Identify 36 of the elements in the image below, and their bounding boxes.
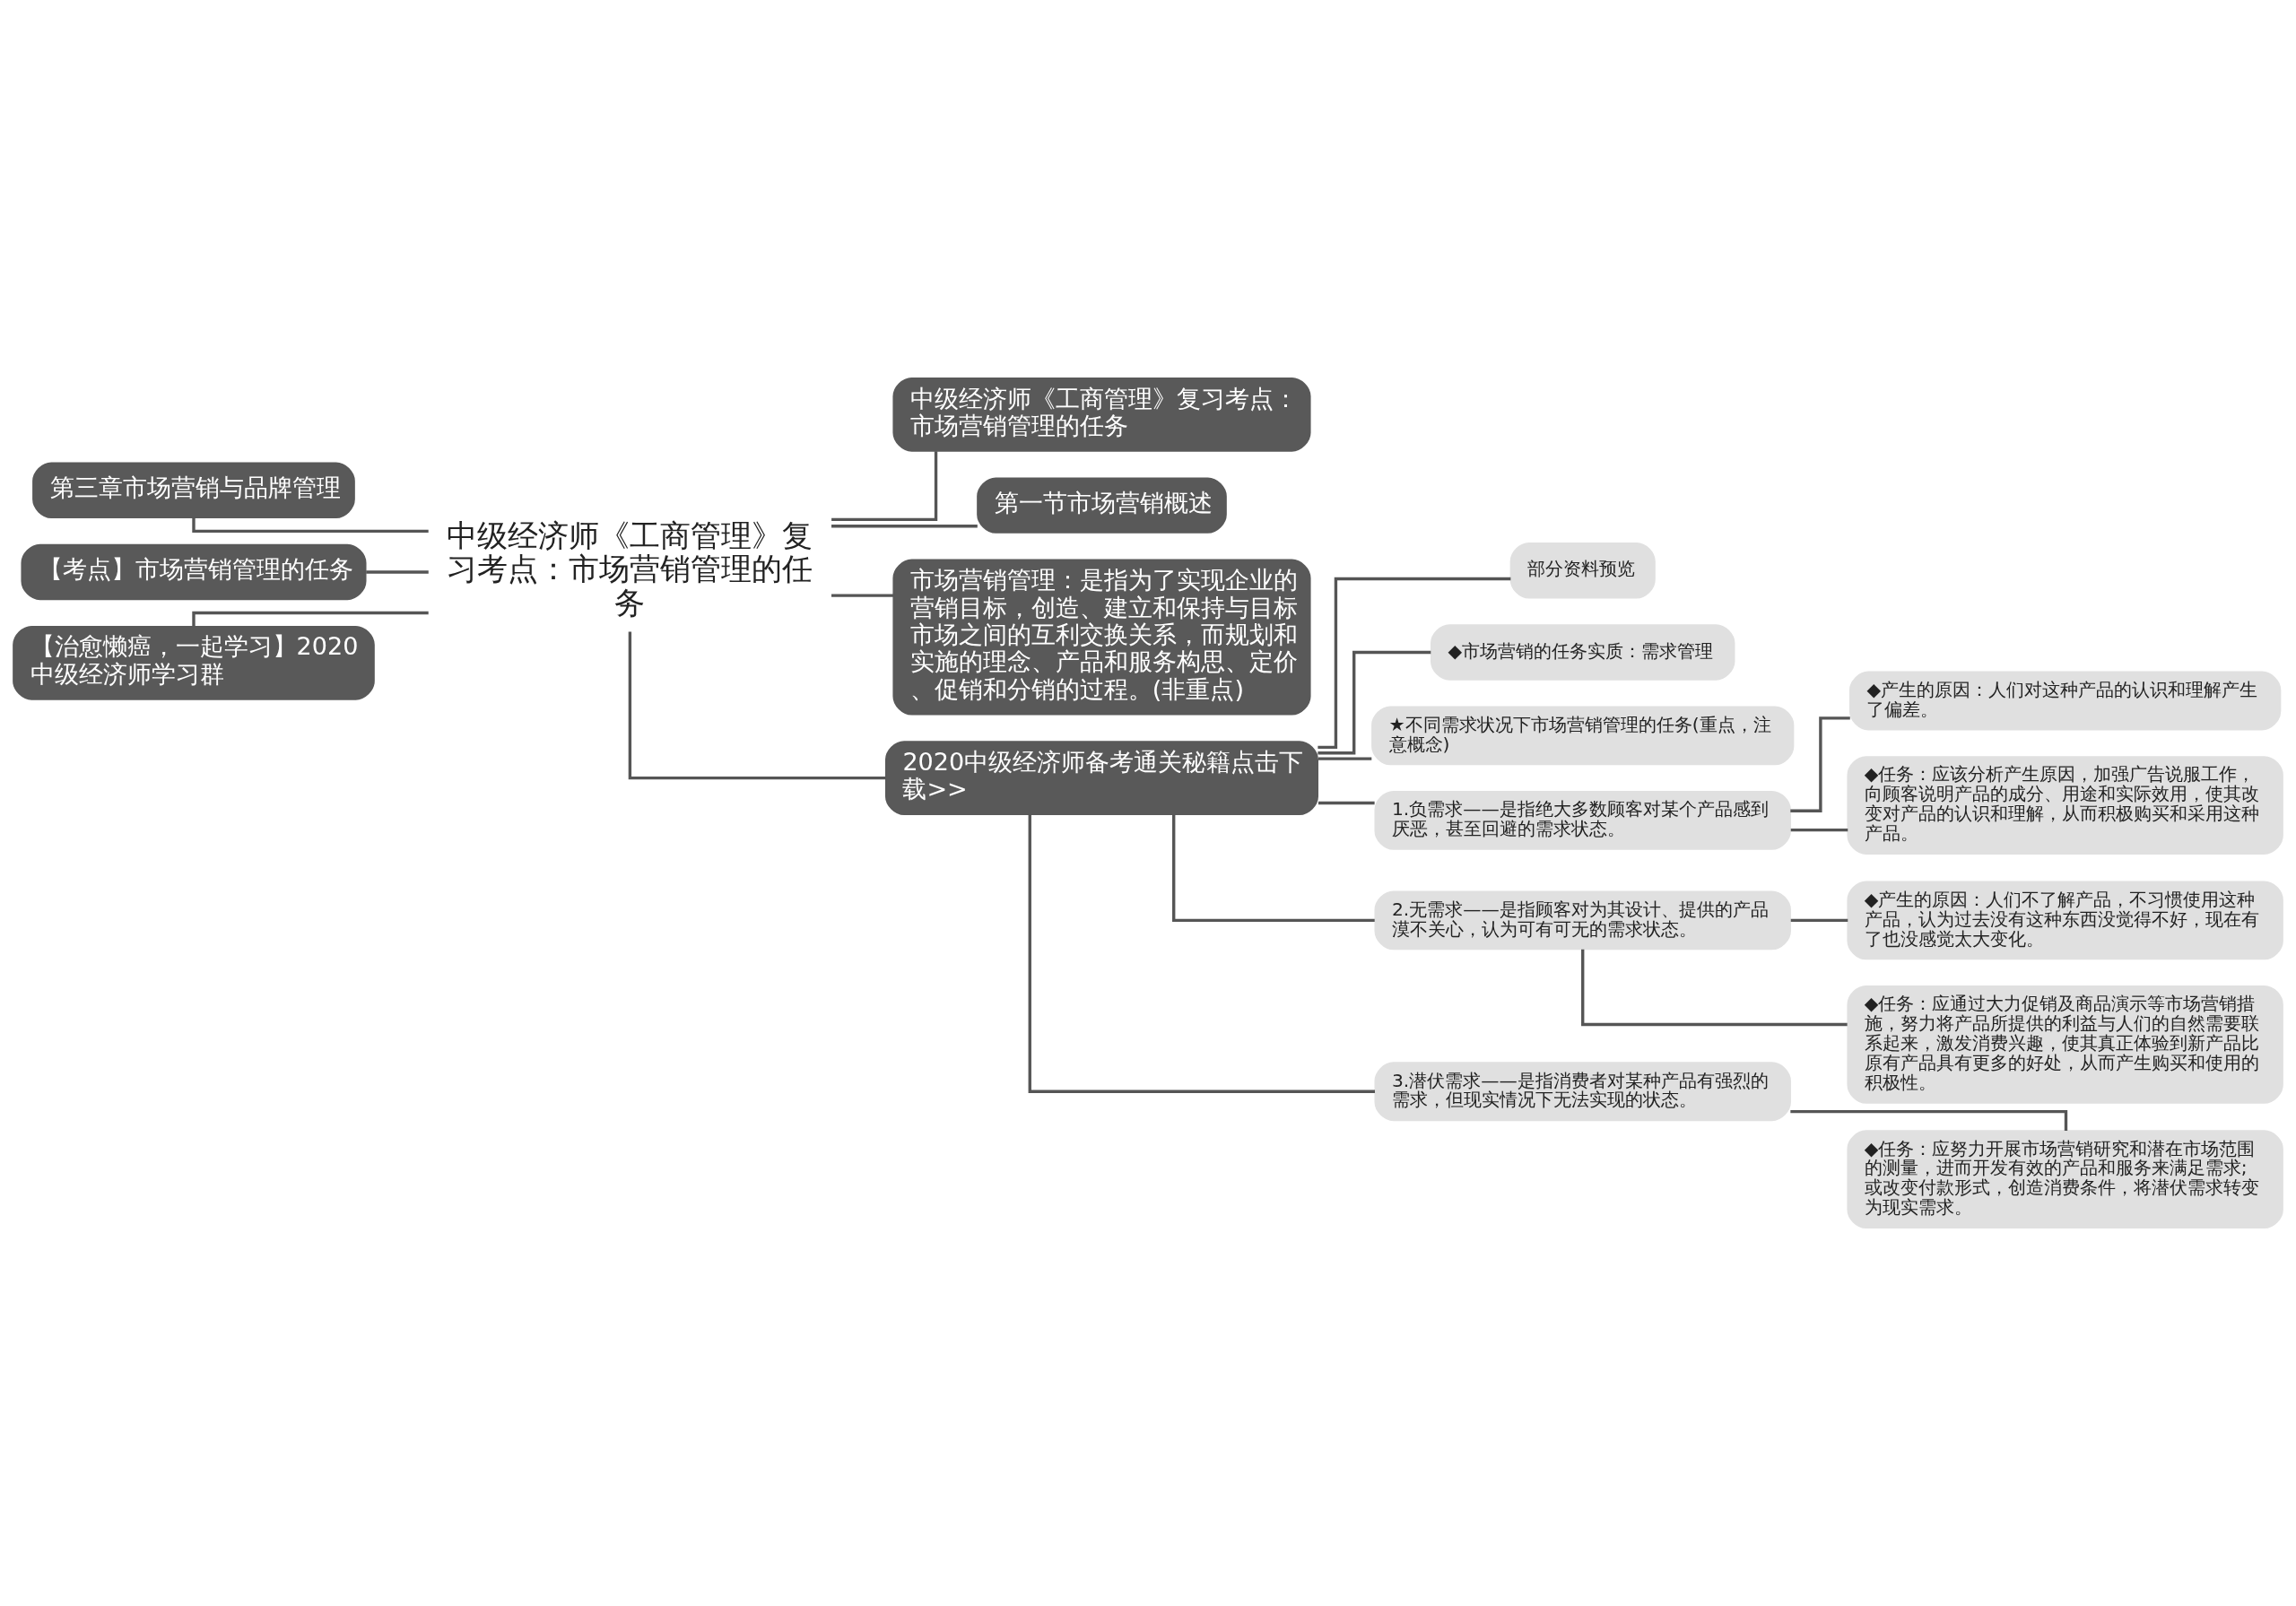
connector xyxy=(628,631,886,780)
node-box: 1.负需求——是指绝大多数顾客对某个产品感到厌恶，甚至回避的需求状态。 xyxy=(1374,791,1791,850)
connector xyxy=(831,594,894,597)
connector xyxy=(192,611,429,627)
connector xyxy=(366,570,429,574)
node-box: ★不同需求状况下市场营销管理的任务(重点，注意概念) xyxy=(1371,706,1795,766)
node-box: 2.无需求——是指顾客对为其设计、提供的产品漠不关心，认为可有可无的需求状态。 xyxy=(1374,890,1791,951)
node-box: ◆产生的原因：人们对这种产品的认识和理解产生了偏差。 xyxy=(1848,671,2282,731)
connector xyxy=(1318,801,1375,805)
connector xyxy=(1790,918,1848,923)
node-box: ◆任务：应通过大力促销及商品演示等市场营销措施，努力将产品所提供的利益与人们的自然需要联系起来，激发消费兴趣，使其真正体验到新产品比原有产品具有更多的好处，从而产生购买和使用的积极性。 xyxy=(1847,985,2283,1104)
node-box: ◆任务：应该分析产生原因，加强广告说服工作，向顾客说明产品的成分、用途和实际效用，使其改变对产品的认识和理解，从而积极购买和采用这种产品。 xyxy=(1847,756,2283,855)
connector xyxy=(1318,577,1511,750)
node-box: 部分资料预览 xyxy=(1509,543,1656,599)
connector xyxy=(1318,757,1372,760)
node-box: ◆市场营销的任务实质：需求管理 xyxy=(1431,624,1735,681)
node-box: 3.潜伏需求——是指消费者对某种产品有强烈的需求，但现实情况下无法实现的状态。 xyxy=(1374,1062,1791,1122)
connector xyxy=(831,451,938,522)
node-box: 【考点】市场营销管理的任务 xyxy=(21,543,367,601)
connector xyxy=(1581,949,1848,1027)
node-box: ◆任务：应努力开展市场营销研究和潜在市场范围的测量，进而开发有效的产品和服务来满足需求;或改变付款形式，创造消费条件，将潜伏需求转变为现实需求。 xyxy=(1847,1130,2283,1229)
node-box: 第三章市场营销与品牌管理 xyxy=(32,462,355,518)
connector xyxy=(831,525,978,528)
node-text: 中级经济师《工商管理》复习考点：市场营销管理的任务 xyxy=(447,518,813,621)
connector xyxy=(1790,828,1848,832)
connector xyxy=(1790,1109,2068,1132)
connector xyxy=(1028,814,1375,1093)
node-box: 市场营销管理：是指为了实现企业的营销目标，创造、建立和保持与目标市场之间的互利交换关系，而规划和实施的理念、产品和服务构思、定价、促销和分销的过程。(非重点) xyxy=(892,559,1311,716)
node-box: 【治愈懒癌，一起学习】2020中级经济师学习群 xyxy=(13,625,375,700)
connector xyxy=(1318,650,1431,755)
connector xyxy=(192,517,429,534)
node-box: 2020中级经济师备考通关秘籍点击下载>> xyxy=(884,741,1318,815)
node-box: 中级经济师《工商管理》复习考点：市场营销管理的任务 xyxy=(892,377,1311,452)
connector xyxy=(1172,814,1375,923)
node-box: 第一节市场营销概述 xyxy=(977,477,1227,534)
node-box: ◆产生的原因：人们不了解产品，不习惯使用这种产品，认为过去没有这种东西没觉得不好，现在有了也没感觉太大变化。 xyxy=(1847,881,2283,960)
